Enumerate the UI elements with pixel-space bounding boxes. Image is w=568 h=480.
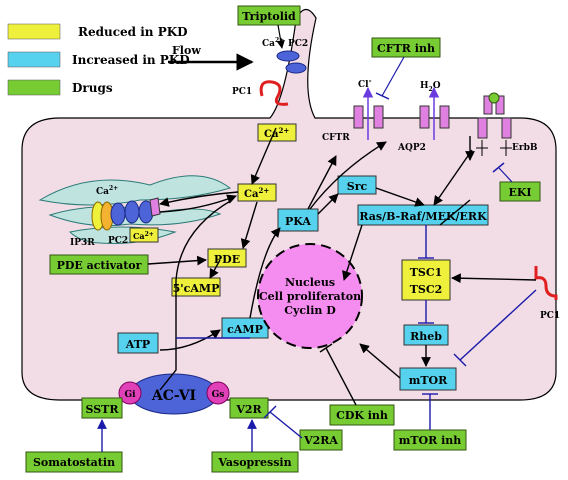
camp-label: cAMP xyxy=(227,323,263,336)
pc1-cilium-channel xyxy=(285,62,307,74)
h2o-label: H2O xyxy=(420,81,441,93)
pc1-cilium-wavy xyxy=(259,80,289,106)
pka-label: PKA xyxy=(285,215,311,228)
drug-pde-activator-box xyxy=(49,254,149,275)
pde-label: PDE xyxy=(214,253,240,266)
ca-cilium-box xyxy=(257,123,297,142)
er-ca-label: Ca2+ xyxy=(96,185,118,197)
legend-reduced-label: Reduced in PKD xyxy=(78,25,188,39)
erbb-label: ErbB xyxy=(512,143,538,153)
er-channels xyxy=(91,197,161,231)
drug-v2ra: V2RA xyxy=(303,434,338,447)
drug-somatostatin-box xyxy=(25,451,123,473)
atp-label: ATP xyxy=(125,338,150,351)
v2r-label: V2R xyxy=(235,403,262,416)
ca-cyto-label: Ca2+ xyxy=(244,186,269,200)
sstr-label: SSTR xyxy=(86,403,120,416)
five-amp-label: 5'cAMP xyxy=(173,282,220,295)
legend-reduced-swatch xyxy=(7,23,61,40)
legend-drugs-swatch xyxy=(7,79,61,96)
erbb-receptor xyxy=(476,92,512,156)
gi-label: Gi xyxy=(124,390,136,400)
gs-label: Gs xyxy=(212,390,225,400)
mtor-box xyxy=(399,367,457,391)
pc1-cilium-label: PC1 xyxy=(232,87,252,97)
triptolid-arrow xyxy=(276,24,285,49)
atp-box xyxy=(117,332,159,354)
gi-node xyxy=(118,381,142,405)
gs-node xyxy=(206,381,230,405)
legend-increased-label: Increased in PKD xyxy=(72,53,190,67)
drug-cftr-inh: CFTR inh xyxy=(377,42,435,55)
flow-label: Flow xyxy=(172,44,201,57)
rheb-label: Rheb xyxy=(410,330,442,343)
inhibition-lines xyxy=(97,225,537,452)
ac-vi-label: AC-VI xyxy=(151,388,196,404)
src-box xyxy=(337,175,377,195)
activation-arrows xyxy=(147,127,537,391)
drug-mtor-inh: mTOR inh xyxy=(399,434,462,447)
ca-er-box-label: Ca2+ xyxy=(133,231,154,241)
legend: Reduced in PKD Increased in PKD Drugs xyxy=(7,23,190,96)
ip3r-label: IP3R xyxy=(70,238,95,248)
eki-inh-line xyxy=(498,167,513,183)
cftr-inh-bar xyxy=(375,92,390,100)
ca-cilium-label: Ca2+ xyxy=(264,126,289,140)
eki-inh-bar xyxy=(492,162,505,173)
pc2-er-label: PC2 xyxy=(108,236,128,246)
ca-er-box xyxy=(129,227,159,243)
v2r-box xyxy=(229,397,269,419)
pc1-right-label: PC1 xyxy=(540,311,560,321)
drug-vasopressin-box xyxy=(211,451,299,473)
tsc1-label: TSC1 xyxy=(410,266,443,279)
pc2-cilium-channel xyxy=(276,50,300,62)
nucleus xyxy=(257,243,363,349)
cftr-channel xyxy=(353,86,384,140)
nucleus-line1: Nucleus xyxy=(285,276,335,289)
tsc2-label: TSC2 xyxy=(410,283,443,296)
drug-eki: EKI xyxy=(508,186,531,199)
drug-pde-activator: PDE activator xyxy=(57,259,142,272)
pde-box xyxy=(207,248,247,268)
legend-increased-swatch xyxy=(7,51,61,68)
drug-vasopressin: Vasopressin xyxy=(217,456,291,469)
nucleus-line2: Cell proliferaton xyxy=(259,290,361,303)
cl-label: Cl- xyxy=(358,76,372,90)
pka-box xyxy=(277,208,319,232)
mtor-label: mTOR xyxy=(409,374,448,387)
legend-drugs-label: Drugs xyxy=(72,81,113,95)
aqp2-label: AQP2 xyxy=(397,143,426,153)
cftr-label: CFTR xyxy=(322,133,350,143)
ras-label: Ras/B-Raf/MEK/ERK xyxy=(359,210,487,223)
drug-cftr-inh-box xyxy=(371,37,441,58)
nucleus-line3: Cyclin D xyxy=(284,304,336,317)
aqp2-channel xyxy=(419,86,450,140)
drug-triptolid: Triptolid xyxy=(242,10,296,23)
five-amp-box xyxy=(171,277,221,297)
src-label: Src xyxy=(347,180,368,193)
sstr-box xyxy=(81,397,123,419)
drug-cdk-inh: CDK inh xyxy=(336,409,388,422)
drug-eki-box xyxy=(499,181,541,202)
cftr-inh-line xyxy=(381,56,405,97)
drug-v2ra-box xyxy=(299,429,343,451)
drug-triptolid-box xyxy=(237,5,301,26)
drug-somatostatin: Somatostatin xyxy=(33,456,115,469)
drug-cdk-inh-box xyxy=(329,404,395,426)
pc2-cilium-label: PC2 xyxy=(288,39,308,49)
cdk-inhibition xyxy=(319,343,357,406)
pc1-right-wavy xyxy=(534,266,558,300)
